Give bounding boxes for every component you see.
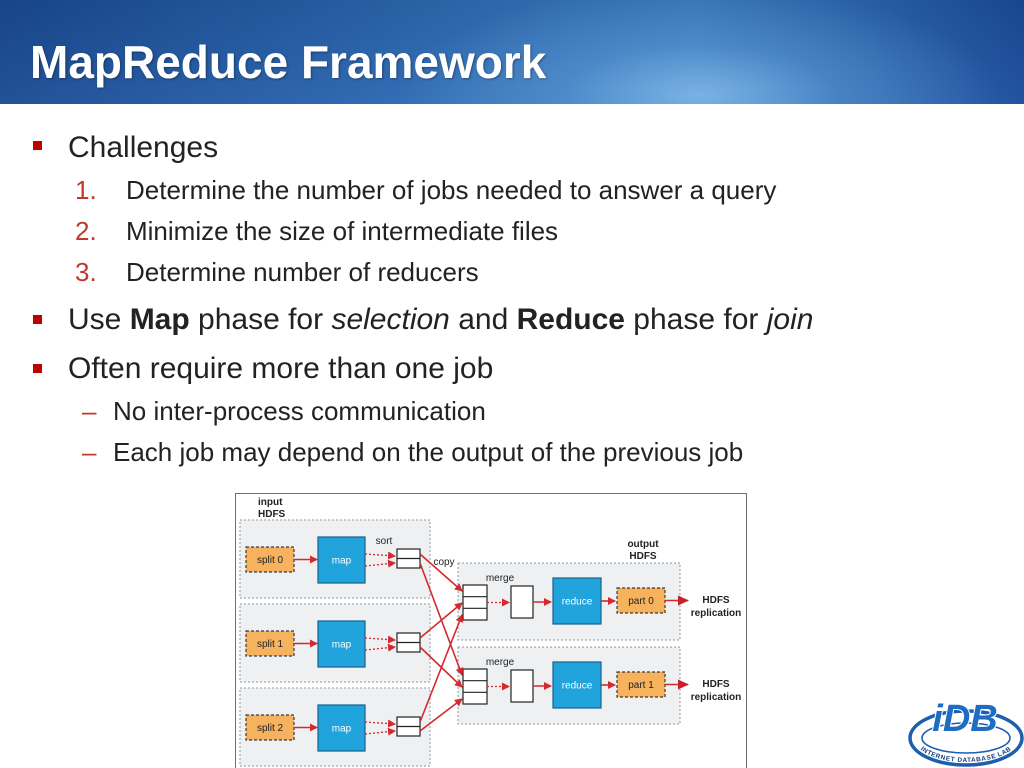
copy-arrow <box>419 553 463 592</box>
numbered-marker: 2. <box>75 216 97 246</box>
split-box <box>245 546 295 573</box>
text-segment: phase for <box>624 303 767 336</box>
sub-item-text: Determine the number of jobs needed to a… <box>126 175 777 205</box>
map-to-sort-arrow <box>364 551 396 560</box>
part-label: part 1 <box>628 680 654 691</box>
text-segment-bold: Reduce <box>516 303 625 336</box>
map-box <box>317 704 366 752</box>
logo-wordmark: iDB <box>932 698 997 740</box>
map-task-2: split 2 map <box>239 687 431 767</box>
hdfs-replication-label: replication <box>691 692 742 703</box>
map-to-sort-arrow <box>364 643 396 652</box>
split-label: split 1 <box>257 639 284 650</box>
hdfs-replication-label: HDFS <box>702 679 730 690</box>
text-segment: phase for <box>189 303 332 336</box>
text-segment-italic: selection <box>331 303 450 336</box>
logo-outer-ring <box>908 709 1024 767</box>
mapreduce-dataflow-diagram: input HDFS output HDFS split 0 map sort … <box>235 493 747 768</box>
bullet-multiple-jobs: Often require more than one job <box>68 352 494 385</box>
title-bar: MapReduce Framework <box>0 0 1024 104</box>
sub-item-text: Minimize the size of intermediate files <box>126 216 559 246</box>
text-segment: and <box>449 303 517 336</box>
text-segment: Use <box>68 303 130 336</box>
merge-buffer <box>462 584 488 621</box>
hdfs-replication-label: replication <box>691 608 742 619</box>
sub-item-text: No inter-process communication <box>113 396 486 426</box>
output-hdfs-label: output <box>627 539 659 550</box>
map-to-sort-arrow <box>364 559 396 568</box>
merge-label: merge <box>486 657 515 668</box>
dash-marker: – <box>82 396 97 426</box>
text-segment-italic: join <box>766 303 814 336</box>
split-label: split 0 <box>257 555 284 566</box>
split-label: split 2 <box>257 723 284 734</box>
merge-buffer <box>462 668 488 705</box>
map-box <box>317 536 366 584</box>
map-to-sort-arrow <box>364 719 396 728</box>
split-box <box>245 714 295 741</box>
text-segment-bold: Map <box>129 303 190 336</box>
square-bullet-icon <box>33 364 42 373</box>
map-to-sort-arrow <box>364 727 396 736</box>
bullet-map-reduce-phases: Use Map phase for selection and Reduce p… <box>68 302 813 338</box>
map-to-sort-arrow <box>364 635 396 644</box>
numbered-marker: 3. <box>75 257 97 287</box>
sort-label: sort <box>376 536 393 547</box>
merged-file-box <box>510 585 534 619</box>
numbered-marker: 1. <box>75 175 97 205</box>
bullet-challenges: Challenges <box>68 131 219 164</box>
map-label: map <box>332 556 352 567</box>
reduce-label: reduce <box>562 597 593 608</box>
copy-label: copy <box>433 557 454 568</box>
logo-inner-ring <box>921 722 1011 754</box>
square-bullet-icon <box>33 141 42 150</box>
reduce-task-1: merge reduce part 1 <box>457 646 681 725</box>
merge-label: merge <box>486 573 515 584</box>
reduce-label: reduce <box>562 681 593 692</box>
copy-arrow <box>419 602 463 639</box>
dash-marker: – <box>82 437 97 467</box>
sub-item-text: Determine number of reducers <box>126 257 479 287</box>
sub-item-text: Each job may depend on the output of the… <box>113 437 744 467</box>
map-label: map <box>332 724 352 735</box>
hdfs-replication-label: HDFS <box>702 595 730 606</box>
idb-logo: INTERNET DATABASE LAB iDB <box>908 697 1024 767</box>
map-label: map <box>332 640 352 651</box>
input-hdfs-label: input <box>258 497 283 508</box>
part-label: part 0 <box>628 596 654 607</box>
copy-arrow <box>419 698 463 732</box>
map-box <box>317 620 366 668</box>
slide-title: MapReduce Framework <box>30 36 547 88</box>
merged-file-box <box>510 669 534 703</box>
square-bullet-icon <box>33 315 42 324</box>
reduce-box <box>552 661 602 709</box>
copy-arrow <box>419 562 464 676</box>
reduce-task-0: merge reduce part 0 <box>457 562 681 641</box>
map-task-1: split 1 map <box>239 603 431 683</box>
shuffle-arrows <box>419 553 464 732</box>
copy-arrow <box>419 614 464 723</box>
output-hdfs-label: HDFS <box>629 551 657 562</box>
map-task-0: split 0 map sort <box>239 519 431 599</box>
input-hdfs-label: HDFS <box>258 509 286 520</box>
